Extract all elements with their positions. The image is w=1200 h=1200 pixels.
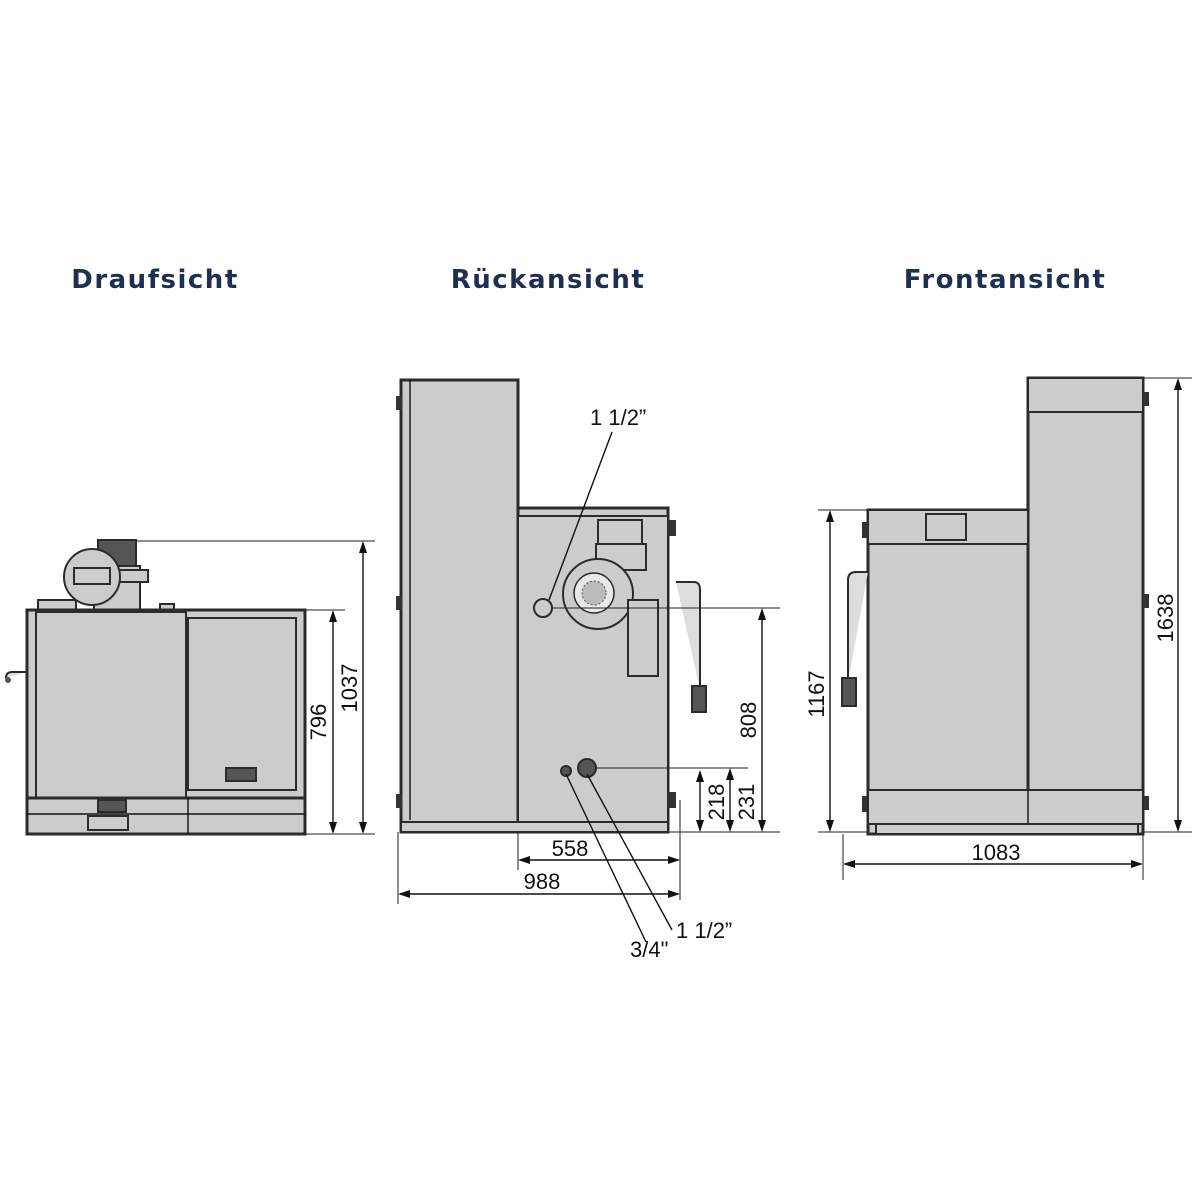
dim-front-1167: 1167 — [804, 670, 829, 717]
dim-front-1638: 1638 — [1153, 594, 1178, 643]
title-rear-view: Rückansicht — [451, 265, 646, 295]
dim-rear-988: 988 — [524, 869, 561, 894]
dim-front-1083: 1083 — [972, 840, 1021, 865]
title-front-view: Frontansicht — [904, 265, 1107, 295]
dim-rear-218: 218 — [704, 784, 729, 821]
front-view-drawing — [818, 376, 1192, 880]
dim-rear-558: 558 — [552, 836, 589, 861]
label-pipe-bottom-right: 1 1/2” — [676, 918, 732, 943]
dim-top-796: 796 — [306, 704, 331, 741]
label-pipe-top: 1 1/2” — [590, 405, 646, 430]
dim-rear-231: 231 — [734, 784, 759, 821]
rear-view-drawing — [396, 378, 780, 943]
top-view-drawing — [5, 539, 375, 836]
title-top-view: Draufsicht — [71, 265, 239, 295]
label-pipe-bottom-left: 3/4" — [630, 937, 668, 962]
dim-rear-808: 808 — [736, 702, 761, 739]
dim-top-1037: 1037 — [337, 664, 362, 713]
